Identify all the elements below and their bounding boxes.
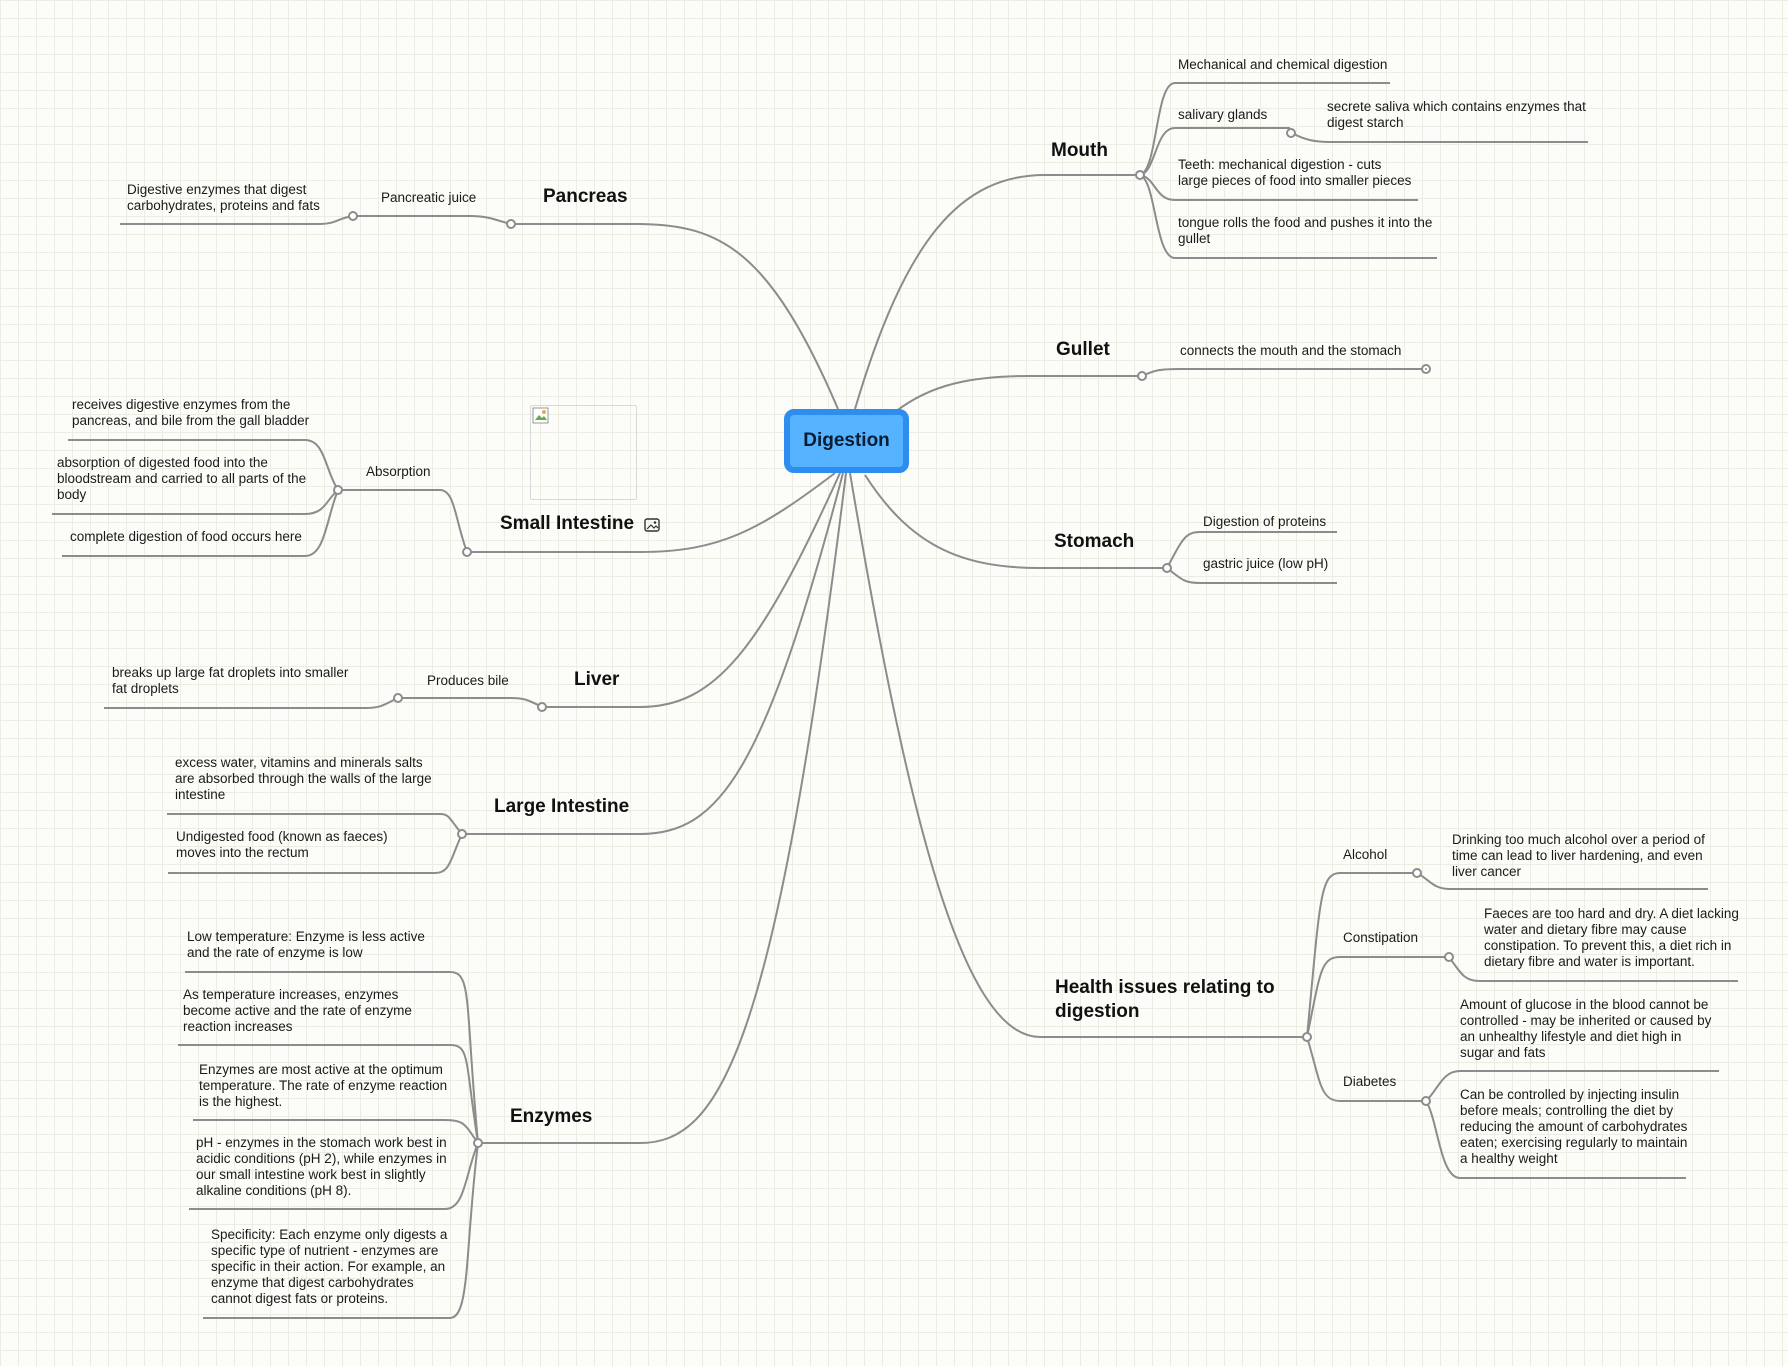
stomach-proteins[interactable]: Digestion of proteins [1203,514,1327,529]
image-icon[interactable] [644,518,660,532]
collapse-toggle-diabetes[interactable] [1421,1096,1431,1106]
collapse-toggle-produces-bile[interactable] [393,693,403,703]
collapse-toggle-alcohol[interactable] [1412,868,1422,878]
health-diabetes[interactable]: Diabetes [1343,1074,1397,1089]
health-constipation[interactable]: Constipation [1343,930,1419,945]
collapse-toggle-absorption[interactable] [333,485,343,495]
branch-small-intestine[interactable]: Small Intestine [500,513,635,534]
collapse-toggle-enzymes[interactable] [473,1138,483,1148]
branch-stomach[interactable]: Stomach [1054,531,1135,552]
alcohol-detail[interactable]: Drinking too much alcohol over a period … [1452,832,1705,879]
collapse-toggle-gullet[interactable] [1137,371,1147,381]
pancreas-detail[interactable]: Digestive enzymes that digest carbohydra… [127,182,320,213]
branch-gullet[interactable]: Gullet [1056,339,1110,360]
absorption-complete[interactable]: complete digestion of food occurs here [70,529,302,544]
collapse-toggle-large-intestine[interactable] [457,829,467,839]
collapse-toggle-pancreas[interactable] [506,219,516,229]
root-label: Digestion [803,430,890,451]
constipation-detail[interactable]: Faeces are too hard and dry. A diet lack… [1484,906,1739,969]
collapse-toggle-small-intestine[interactable] [462,547,472,557]
mouth-tongue[interactable]: tongue rolls the food and pushes it into… [1178,215,1433,246]
small-intestine-absorption[interactable]: Absorption [366,464,431,479]
collapse-toggle-mouth[interactable] [1135,170,1145,180]
diabetes-detail-1[interactable]: Amount of glucose in the blood cannot be… [1460,997,1712,1060]
absorption-receives[interactable]: receives digestive enzymes from the panc… [72,397,310,428]
pancreas-juice[interactable]: Pancreatic juice [381,190,477,205]
collapse-toggle-health[interactable] [1302,1032,1312,1042]
mouth-salivary-glands[interactable]: salivary glands [1178,107,1268,122]
gullet-end-marker[interactable] [1421,364,1431,374]
node-image[interactable] [530,405,637,500]
branch-large-intestine[interactable]: Large Intestine [494,796,630,817]
stomach-gastric-juice[interactable]: gastric juice (low pH) [1203,556,1329,571]
enzymes-ph[interactable]: pH - enzymes in the stomach work best in… [196,1135,447,1198]
salivary-detail[interactable]: secrete saliva which contains enzymes th… [1327,99,1586,130]
mouth-mechanical-chemical[interactable]: Mechanical and chemical digestion [1178,57,1388,72]
branch-enzymes[interactable]: Enzymes [510,1106,593,1127]
enzymes-specificity[interactable]: Specificity: Each enzyme only digests a … [211,1227,448,1306]
liver-detail[interactable]: breaks up large fat droplets into smalle… [112,665,349,696]
collapse-toggle-pancreatic-juice[interactable] [348,211,358,221]
branch-pancreas[interactable]: Pancreas [543,186,628,207]
collapse-toggle-liver[interactable] [537,702,547,712]
enzymes-temp-increase[interactable]: As temperature increases, enzymes become… [183,987,412,1034]
gullet-connects[interactable]: connects the mouth and the stomach [1180,343,1402,358]
health-alcohol[interactable]: Alcohol [1343,847,1388,862]
branch-mouth[interactable]: Mouth [1051,140,1108,161]
large-intestine-undigested[interactable]: Undigested food (known as faeces) moves … [176,829,388,860]
absorption-bloodstream[interactable]: absorption of digested food into the blo… [57,455,307,502]
enzymes-low-temp[interactable]: Low temperature: Enzyme is less active a… [187,929,425,960]
large-intestine-water[interactable]: excess water, vitamins and minerals salt… [175,755,432,802]
collapse-toggle-salivary[interactable] [1286,128,1296,138]
enzymes-optimum[interactable]: Enzymes are most active at the optimum t… [199,1062,448,1109]
root-node[interactable]: Digestion [784,409,909,473]
diabetes-detail-2[interactable]: Can be controlled by injecting insulin b… [1460,1087,1688,1166]
liver-produces-bile[interactable]: Produces bile [427,673,509,688]
collapse-toggle-constipation[interactable] [1444,952,1454,962]
broken-image-icon [532,407,549,424]
collapse-toggle-stomach[interactable] [1162,563,1172,573]
branch-health-issues[interactable]: Health issues relating to digestion [1055,977,1275,1022]
branch-liver[interactable]: Liver [574,669,620,690]
mouth-teeth[interactable]: Teeth: mechanical digestion - cuts large… [1178,157,1412,188]
